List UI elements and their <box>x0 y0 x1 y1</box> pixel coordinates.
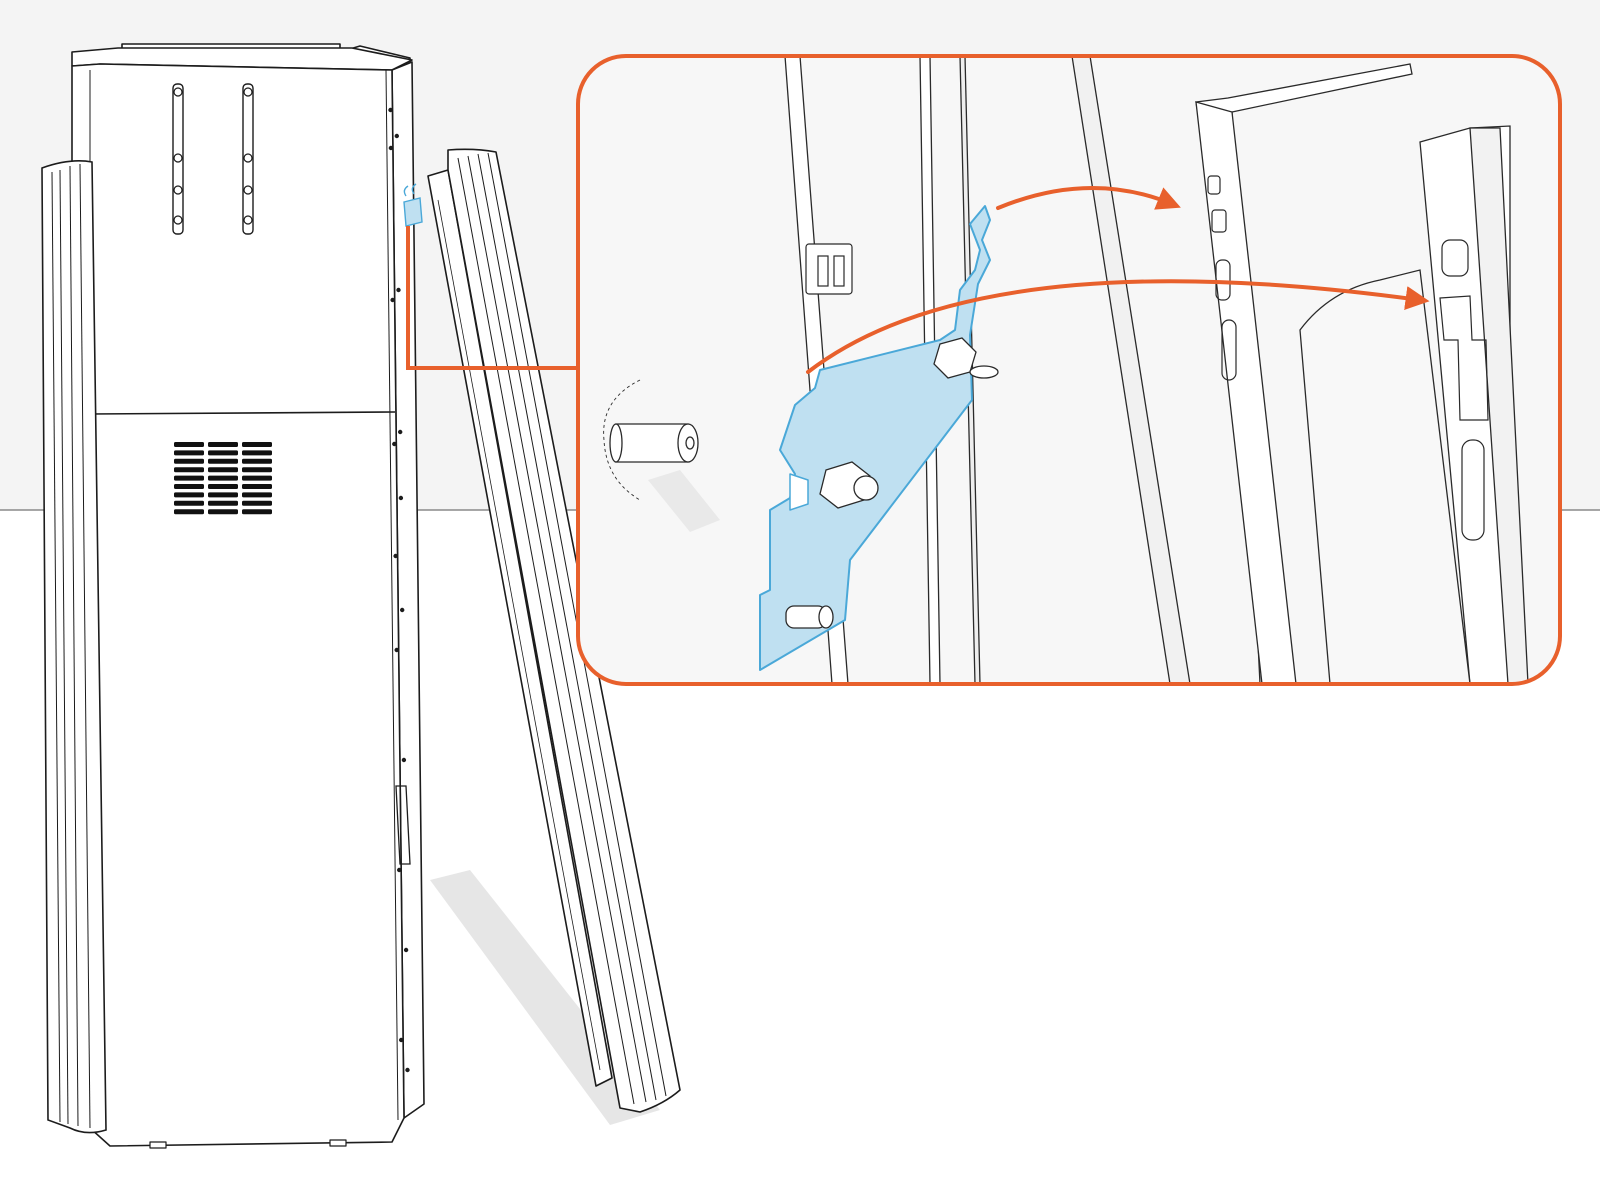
vent-slot <box>208 450 238 456</box>
edge-fasteners <box>388 107 410 1073</box>
vent-slot <box>242 442 272 447</box>
vent-slot <box>174 450 204 456</box>
fastener-dot <box>401 757 407 763</box>
ventilation-grille <box>174 442 272 515</box>
arrow-icon <box>996 186 1181 210</box>
vent-slot <box>208 509 238 515</box>
vent-slot <box>174 475 204 481</box>
fastener-dot <box>388 145 394 151</box>
fastener-dot <box>398 429 403 435</box>
fastener-dot <box>398 495 404 501</box>
vent-slot <box>208 458 238 464</box>
arrow-icon <box>806 279 1430 374</box>
motion-arrows <box>806 186 1430 374</box>
fastener-dot <box>394 133 399 139</box>
vent-slot <box>208 484 238 489</box>
fastener-dot <box>390 297 395 303</box>
fastener-dot <box>405 1067 410 1073</box>
vent-slot <box>174 492 204 498</box>
wall-stud <box>603 379 699 501</box>
fastener-dot <box>393 553 398 559</box>
fastener-dot <box>400 607 405 613</box>
vent-slot <box>208 500 238 506</box>
rail-screws <box>173 87 253 225</box>
vent-slot <box>174 509 204 515</box>
callout-connector <box>406 226 578 370</box>
side-handle <box>395 785 411 865</box>
left-side-trim <box>41 160 107 1134</box>
rail-screw <box>243 87 253 97</box>
vent-slot <box>174 484 204 489</box>
rail-screw <box>173 185 183 195</box>
vent-slot <box>242 458 272 464</box>
fastener-dot <box>396 287 401 293</box>
vent-slot <box>174 500 204 506</box>
vent-slot <box>174 467 204 473</box>
fastener-dot <box>388 107 393 113</box>
rail-screw <box>173 153 183 163</box>
rail-screw <box>173 215 183 225</box>
vent-slot <box>242 450 272 456</box>
fastener-dot <box>392 441 397 447</box>
detail-clip <box>805 243 853 295</box>
vent-slot <box>242 492 272 498</box>
fastener-dot <box>394 647 399 653</box>
vent-slot <box>174 458 204 464</box>
detail-slots-right <box>1439 239 1489 541</box>
bracket-bolts <box>785 337 999 629</box>
vent-slot <box>208 492 238 498</box>
vent-slot <box>208 475 238 481</box>
bracket-location-marker <box>403 183 423 227</box>
rail-screw <box>173 87 183 97</box>
vent-slot <box>174 442 204 447</box>
cabinet-unit <box>71 43 425 1149</box>
detached-side-panel <box>427 148 681 1113</box>
callout-detail <box>576 54 1562 686</box>
vent-slot <box>208 467 238 473</box>
rail-screw <box>243 153 253 163</box>
mounting-bracket <box>759 205 991 671</box>
fastener-dot <box>403 947 409 953</box>
vent-slot <box>242 509 272 515</box>
detail-slots-left <box>1207 175 1237 381</box>
detail-panel-left <box>1071 56 1413 684</box>
vent-slot <box>242 467 272 473</box>
vent-slot <box>242 484 272 489</box>
rail-screw <box>243 185 253 195</box>
fastener-dot <box>399 1037 404 1043</box>
vent-slot <box>242 500 272 506</box>
rail-screw <box>243 215 253 225</box>
vent-slot <box>208 442 238 447</box>
vent-slot <box>242 475 272 481</box>
fastener-dot <box>397 867 402 873</box>
